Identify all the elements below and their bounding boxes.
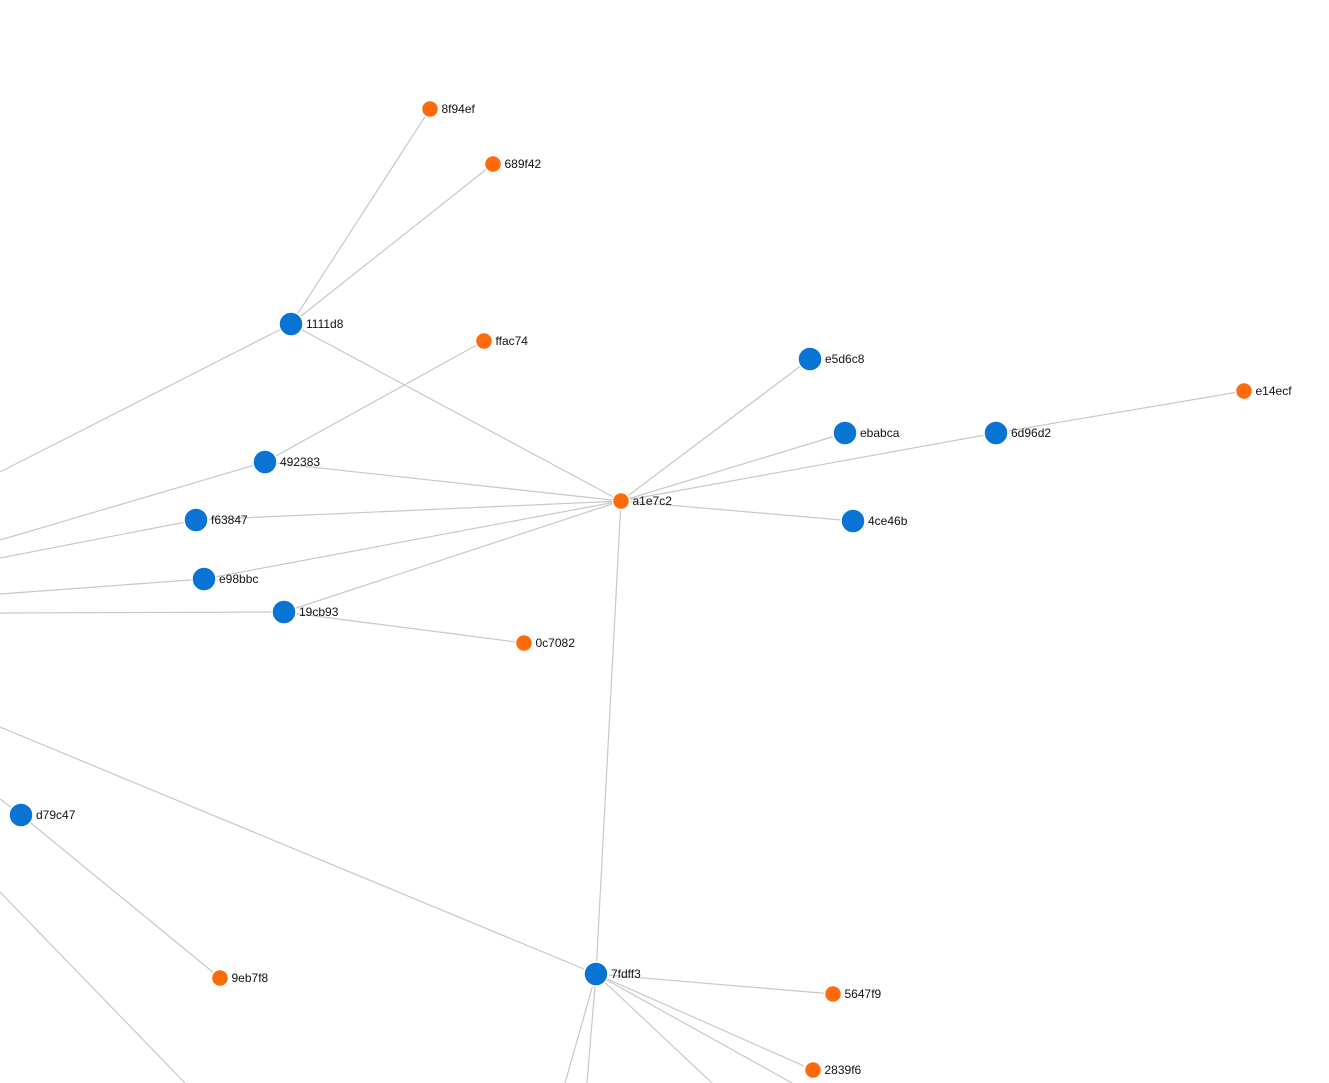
edge-492383-a1e7c2 — [264, 461, 622, 502]
node-492383[interactable] — [252, 449, 278, 475]
edge-e98bbc-offscreen — [0, 578, 205, 595]
node-label-f63847: f63847 — [211, 513, 248, 527]
edge-a1e7c2-f63847 — [195, 500, 622, 521]
edge-d79c47-9eb7f8 — [20, 814, 221, 979]
node-19cb93[interactable] — [271, 599, 297, 625]
edge-7fdff3-5647f9 — [595, 973, 834, 995]
node-f63847[interactable] — [183, 507, 209, 533]
node-label-6d96d2: 6d96d2 — [1011, 426, 1051, 440]
edge-7fdff3-offscreen-b3 — [595, 973, 713, 1083]
node-label-0c7082: 0c7082 — [536, 636, 576, 650]
edge-7fdff3-offscreen-left — [0, 726, 597, 975]
edge-a1e7c2-4ce46b — [620, 500, 854, 522]
edge-7fdff3-2839f6 — [595, 973, 814, 1071]
labels-layer: 8f94ef 689f42 1111d8 ffac74 e5d6c8 e14ecf ebab… — [36, 102, 1292, 1077]
edge-1111d8-689f42 — [290, 163, 494, 325]
edge-1111d8-8f94ef — [290, 108, 431, 325]
edge-1111d8-a1e7c2 — [290, 323, 622, 502]
node-5647f9[interactable] — [823, 984, 843, 1004]
node-d79c47[interactable] — [8, 802, 34, 828]
nodes-layer — [8, 99, 1254, 1080]
edge-a1e7c2-e98bbc — [203, 500, 622, 580]
node-label-ffac74: ffac74 — [496, 334, 529, 348]
edge-492383-ffac74 — [264, 340, 485, 463]
edge-6d96d2-e14ecf — [995, 390, 1245, 434]
node-ffac74[interactable] — [474, 331, 494, 351]
edge-a1e7c2-e5d6c8 — [620, 358, 811, 502]
node-0c7082[interactable] — [514, 633, 534, 653]
node-label-689f42: 689f42 — [505, 157, 542, 171]
node-e5d6c8[interactable] — [797, 346, 823, 372]
node-a1e7c2[interactable] — [611, 491, 631, 511]
node-ebabca[interactable] — [832, 420, 858, 446]
node-label-ebabca: ebabca — [860, 426, 900, 440]
node-8f94ef[interactable] — [420, 99, 440, 119]
node-label-d79c47: d79c47 — [36, 808, 76, 822]
node-1111d8[interactable] — [278, 311, 304, 337]
edge-492383-offscreen — [0, 461, 266, 541]
node-label-19cb93: 19cb93 — [299, 605, 339, 619]
node-label-7fdff3: 7fdff3 — [611, 967, 641, 981]
edge-a1e7c2-ebabca — [620, 432, 846, 502]
node-label-1111d8: 1111d8 — [306, 317, 344, 331]
node-689f42[interactable] — [483, 154, 503, 174]
edge-offscreen-bottom-left — [0, 891, 186, 1083]
node-6d96d2[interactable] — [983, 420, 1009, 446]
node-2839f6[interactable] — [803, 1060, 823, 1080]
node-label-5647f9: 5647f9 — [845, 987, 882, 1001]
edge-a1e7c2-6d96d2 — [620, 432, 997, 502]
node-label-e14ecf: e14ecf — [1256, 384, 1293, 398]
edge-a1e7c2-19cb93 — [283, 500, 622, 613]
node-label-4ce46b: 4ce46b — [868, 514, 908, 528]
edge-19cb93-offscreen — [0, 611, 285, 614]
node-label-a1e7c2: a1e7c2 — [633, 494, 673, 508]
edges-layer — [0, 108, 1245, 1083]
node-7fdff3[interactable] — [583, 961, 609, 987]
node-label-8f94ef: 8f94ef — [442, 102, 476, 116]
edge-19cb93-0c7082 — [283, 611, 525, 644]
node-label-e98bbc: e98bbc — [219, 572, 258, 586]
node-label-e5d6c8: e5d6c8 — [825, 352, 865, 366]
edge-7fdff3-offscreen-b1 — [564, 973, 597, 1083]
node-e14ecf[interactable] — [1234, 381, 1254, 401]
edge-a1e7c2-7fdff3 — [595, 500, 622, 975]
node-label-2839f6: 2839f6 — [825, 1063, 862, 1077]
edge-7fdff3-offscreen-b2 — [586, 973, 597, 1083]
node-label-9eb7f8: 9eb7f8 — [232, 971, 269, 985]
edge-f63847-offscreen — [0, 519, 197, 559]
node-label-492383: 492383 — [280, 455, 320, 469]
node-e98bbc[interactable] — [191, 566, 217, 592]
node-4ce46b[interactable] — [840, 508, 866, 534]
edge-7fdff3-offscreen-b4 — [595, 973, 793, 1083]
node-9eb7f8[interactable] — [210, 968, 230, 988]
edge-1111d8-offscreen — [0, 323, 292, 473]
